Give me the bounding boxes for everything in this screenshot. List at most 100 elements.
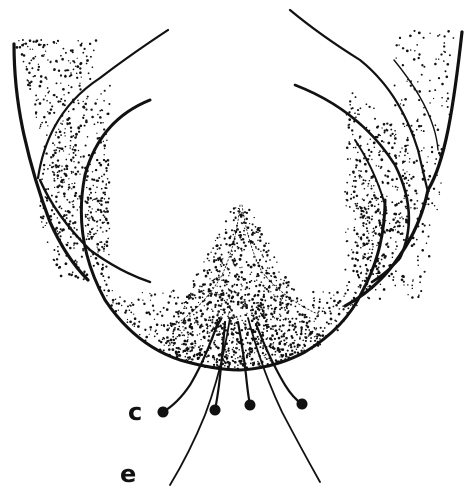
stipple-dot-inner-lobe	[366, 257, 369, 260]
stipple-dot-inner-lobe	[216, 361, 218, 363]
stipple-dot-apex-cone	[279, 303, 282, 306]
stipple-dot-apex-cone	[244, 228, 245, 229]
stipple-dot-outer-lobe-left	[79, 71, 82, 74]
stipple-dot-outer-lobe-right	[367, 286, 368, 287]
stipple-dot-apex-cone	[184, 349, 187, 352]
stipple-dot-apex-cone	[266, 272, 268, 274]
stipple-dot-outer-lobe-left	[60, 98, 62, 100]
seta-mid-right-tip	[245, 400, 256, 411]
stipple-dot-outer-lobe-right	[395, 44, 397, 46]
stipple-dot-inner-lobe	[154, 336, 156, 338]
stipple-dot-apex-cone	[262, 285, 264, 287]
stipple-dot-inner-lobe	[202, 297, 203, 298]
stipple-dot-middle-lobe-right	[386, 196, 387, 197]
stipple-dot-apex-cone	[234, 258, 236, 260]
stipple-dot-inner-lobe	[172, 333, 174, 335]
stipple-dot-apex-cone	[288, 329, 291, 332]
stipple-dot-apex-cone	[275, 288, 278, 291]
stipple-dot-apex-cone	[274, 308, 277, 311]
stipple-dot-middle-lobe-right	[366, 243, 369, 246]
stipple-dot-outer-lobe-left	[70, 136, 73, 139]
stipple-dot-middle-lobe-left	[77, 170, 79, 172]
stipple-dot-apex-cone	[221, 293, 223, 295]
stipple-dot-inner-lobe	[103, 248, 105, 250]
stipple-dot-middle-lobe-left	[58, 206, 60, 208]
stipple-dot-middle-lobe-left	[42, 173, 44, 175]
stipple-dot-outer-lobe-right	[406, 171, 407, 172]
stipple-dot-inner-lobe	[97, 225, 98, 226]
stipple-dot-outer-lobe-right	[418, 53, 420, 55]
stipple-dot-inner-lobe	[230, 328, 232, 330]
stipple-dot-middle-lobe-right	[360, 236, 362, 238]
stipple-dot-middle-lobe-left	[66, 118, 69, 121]
stipple-dot-inner-lobe	[233, 354, 235, 356]
stipple-dot-middle-lobe-right	[364, 163, 367, 166]
stipple-dot-apex-cone	[193, 355, 196, 358]
stipple-dot-outer-lobe-right	[421, 150, 423, 152]
stipple-dot-apex-cone	[287, 356, 288, 357]
stipple-dot-inner-lobe	[244, 294, 246, 296]
stipple-dot-middle-lobe-right	[409, 161, 410, 162]
stipple-dot-middle-lobe-right	[405, 206, 407, 208]
stipple-dot-apex-cone	[245, 314, 247, 316]
stipple-dot-outer-lobe-left	[36, 100, 38, 102]
stipple-dot-middle-lobe-left	[58, 184, 60, 186]
stipple-dot-outer-lobe-left	[74, 144, 77, 147]
stipple-dot-outer-lobe-right	[431, 202, 433, 204]
stipple-dot-outer-lobe-right	[429, 224, 431, 226]
stipple-dot-outer-lobe-right	[416, 207, 417, 208]
stipple-dot-apex-cone	[310, 337, 312, 339]
stipple-dot-middle-lobe-right	[405, 145, 407, 147]
stipple-dot-inner-lobe	[377, 208, 380, 211]
stipple-dot-outer-lobe-right	[394, 285, 396, 287]
seta-mid-left-tip	[210, 405, 221, 416]
stipple-dot-outer-lobe-left	[76, 77, 78, 79]
stipple-dot-outer-lobe-left	[26, 66, 28, 68]
stipple-dot-outer-lobe-right	[402, 123, 404, 125]
stipple-dot-inner-lobe	[336, 291, 339, 294]
stipple-dot-middle-lobe-right	[371, 204, 374, 207]
stipple-dot-middle-lobe-right	[348, 281, 350, 283]
stipple-dot-inner-lobe	[178, 326, 180, 328]
stipple-dot-middle-lobe-left	[73, 200, 75, 202]
stipple-dot-inner-lobe	[380, 211, 381, 212]
stipple-dot-apex-cone	[258, 310, 260, 312]
stipple-dot-middle-lobe-right	[349, 174, 351, 176]
stipple-dot-inner-lobe	[347, 289, 349, 291]
middle-lobe-left-outline	[40, 180, 150, 282]
stipple-dot-apex-cone	[203, 269, 206, 272]
stipple-dot-middle-lobe-left	[58, 253, 60, 255]
stipple-dot-inner-lobe	[105, 284, 107, 286]
stipple-dot-outer-lobe-right	[401, 279, 404, 282]
stipple-dot-outer-lobe-right	[427, 179, 429, 181]
stipple-dot-middle-lobe-left	[65, 262, 68, 265]
stipple-dot-apex-cone	[220, 299, 223, 302]
stipple-dot-apex-cone	[217, 313, 218, 314]
stipple-dot-apex-cone	[203, 290, 204, 291]
stipple-dot-outer-lobe-left	[56, 174, 59, 177]
stipple-dot-apex-cone	[291, 288, 293, 290]
stipple-dot-outer-lobe-right	[385, 243, 388, 246]
stipple-dot-outer-lobe-right	[440, 182, 441, 183]
stipple-dot-middle-lobe-right	[344, 269, 346, 271]
stipple-dot-inner-lobe	[156, 313, 158, 315]
stipple-dot-apex-cone	[285, 337, 287, 339]
stipple-dot-middle-lobe-left	[53, 249, 55, 251]
stipple-dot-apex-cone	[246, 354, 249, 357]
stipple-dot-outer-lobe-left	[72, 60, 74, 62]
stipple-dot-apex-cone	[257, 336, 259, 338]
stipple-dot-middle-lobe-left	[107, 159, 110, 162]
stipple-dot-inner-lobe	[134, 317, 137, 320]
stipple-dot-middle-lobe-right	[402, 160, 405, 163]
stipple-dot-apex-cone	[213, 260, 215, 262]
stipple-dot-middle-lobe-left	[45, 152, 47, 154]
stipple-dot-inner-lobe	[101, 268, 104, 271]
stipple-dot-inner-lobe	[181, 332, 182, 333]
stipple-dot-middle-lobe-right	[389, 124, 392, 127]
stipple-dot-apex-cone	[218, 234, 220, 236]
stipple-dot-apex-cone	[291, 318, 293, 320]
stipple-dot-outer-lobe-left	[59, 151, 60, 152]
stipple-dot-inner-lobe	[87, 214, 89, 216]
stipple-dot-middle-lobe-left	[53, 166, 55, 168]
stipple-dot-inner-lobe	[363, 207, 365, 209]
